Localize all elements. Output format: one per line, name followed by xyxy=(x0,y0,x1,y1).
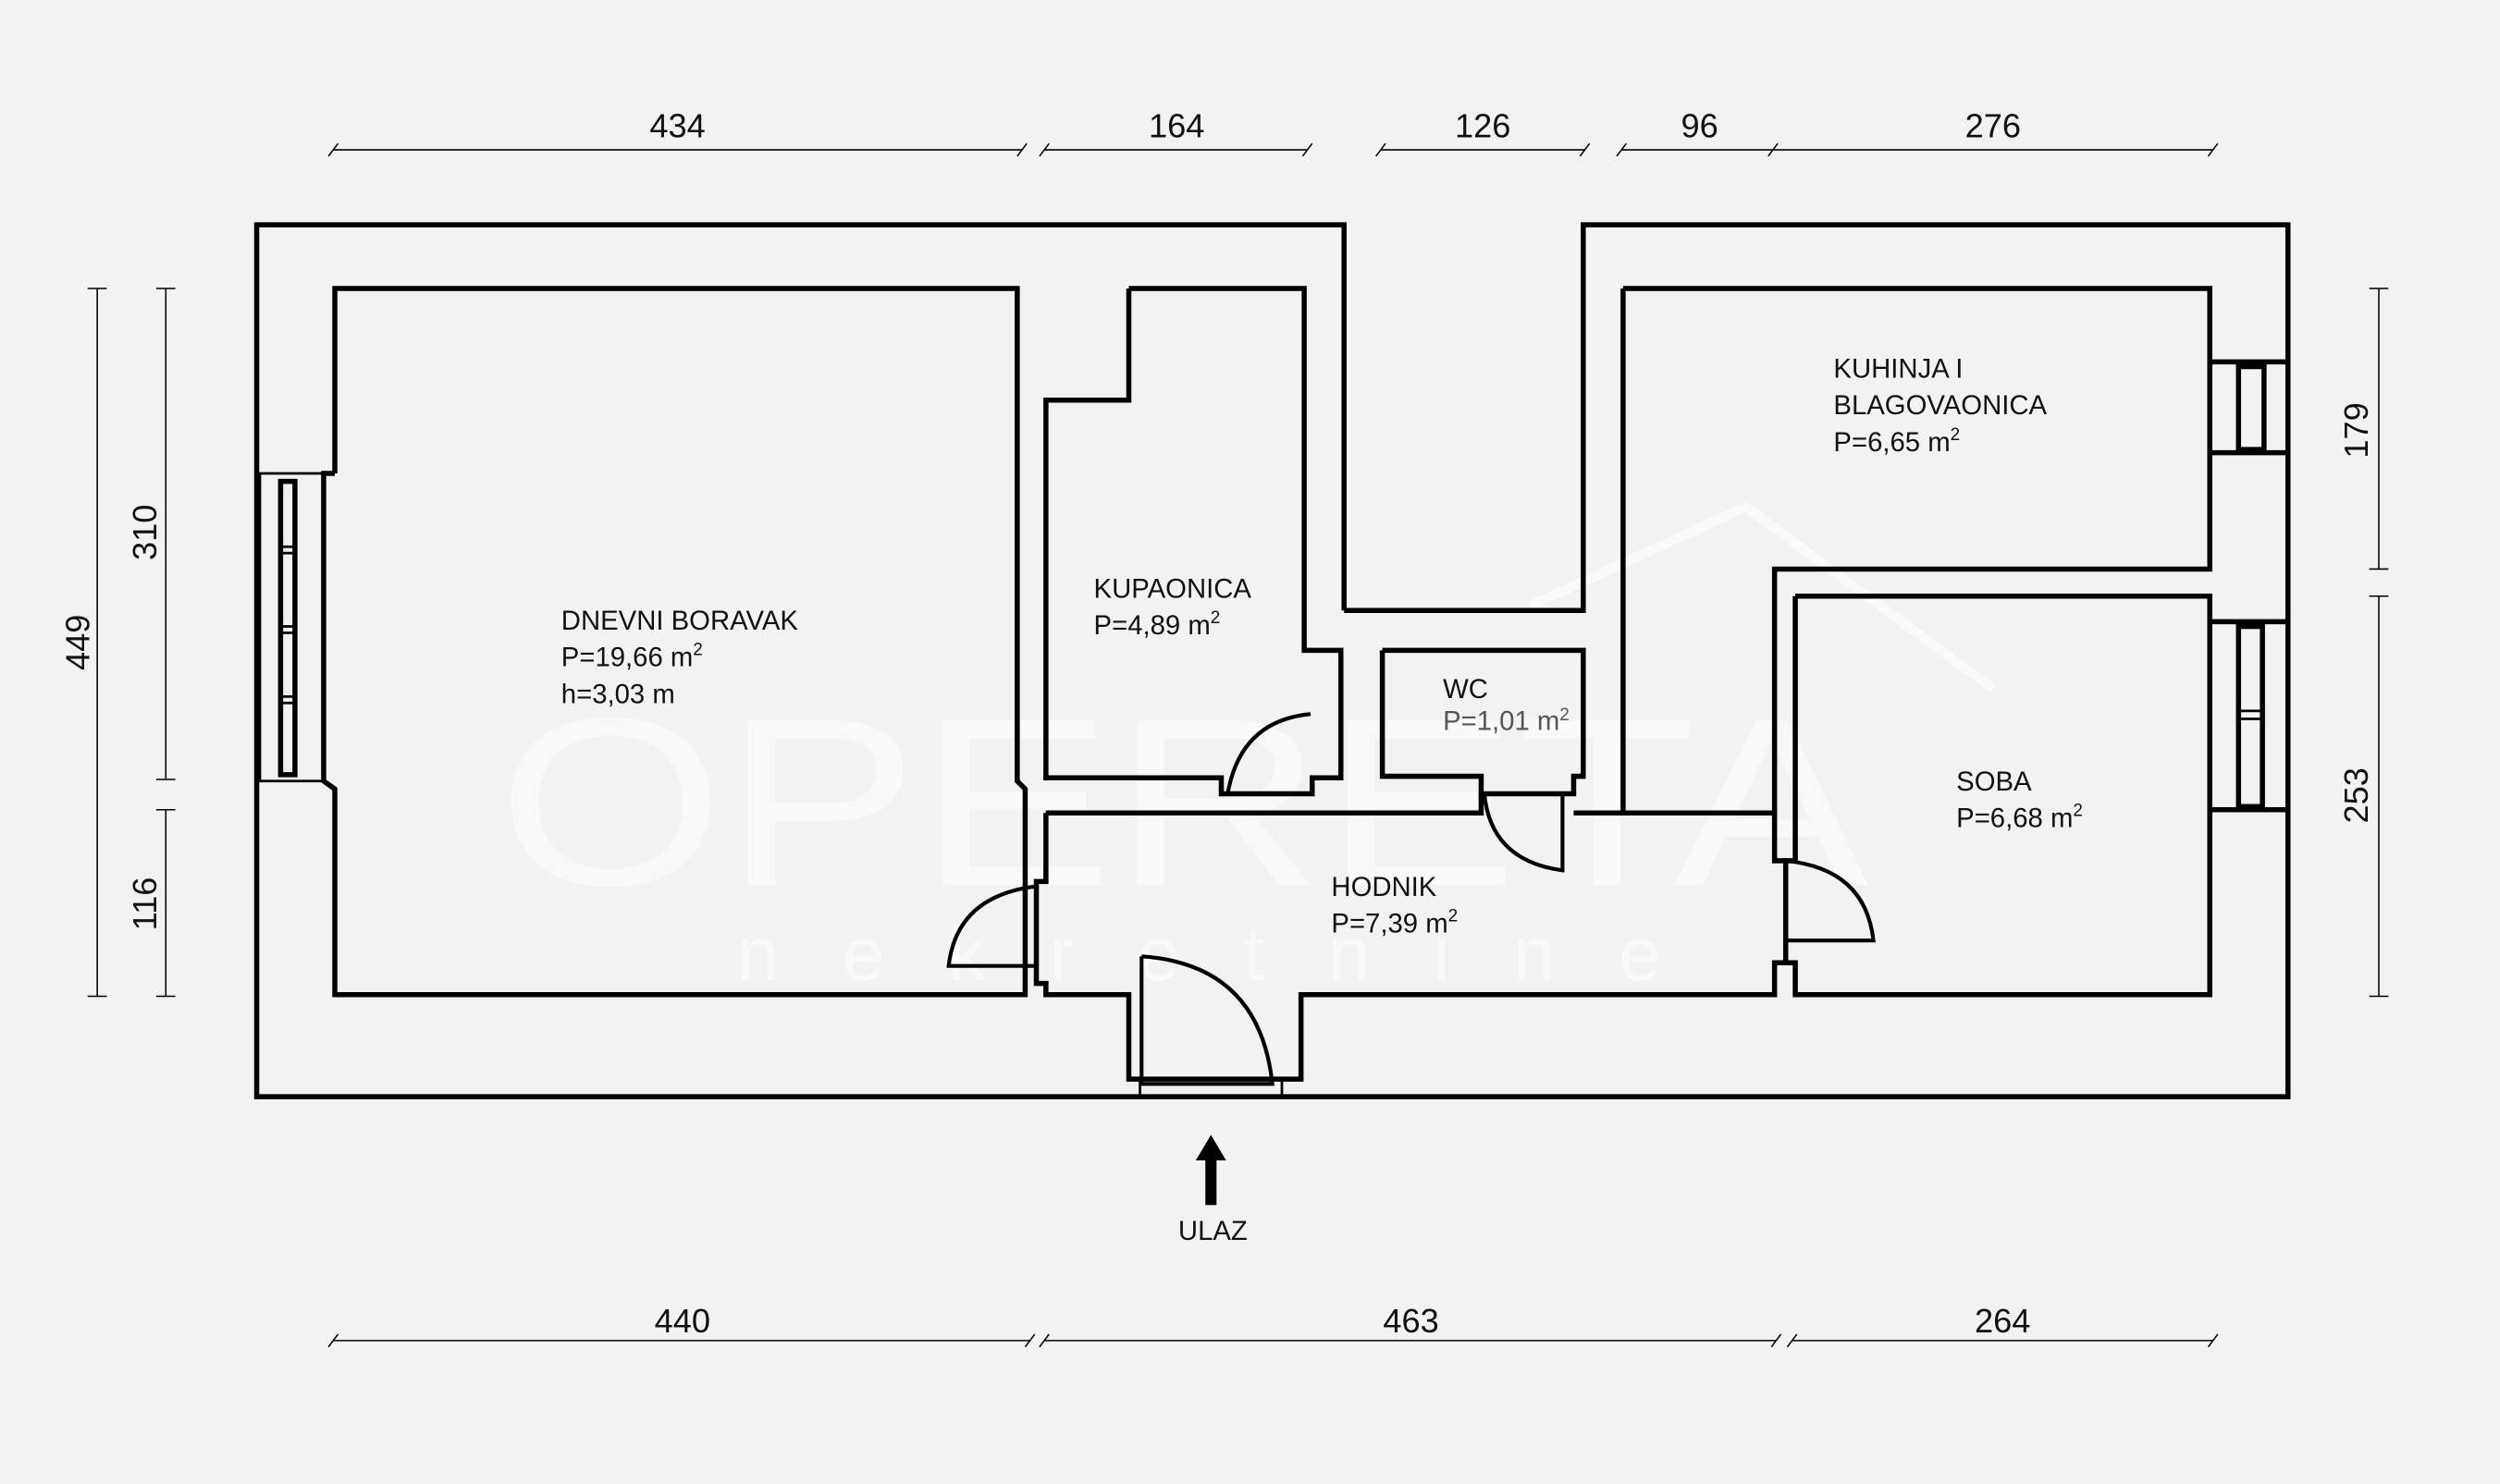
left-dimensions: 449 310 116 xyxy=(59,288,176,998)
dim-bottom-2: 463 xyxy=(1383,1302,1438,1340)
top-dimensions: 434 164 126 96 276 xyxy=(327,106,2219,157)
svg-text:P=1,01 m2: P=1,01 m2 xyxy=(1443,705,1570,736)
room-area: P=6,68 m xyxy=(1956,803,2073,834)
wall-wc xyxy=(1379,647,1586,797)
dim-bottom-3: 264 xyxy=(1975,1302,2030,1340)
right-dimensions: 179 253 xyxy=(2337,288,2389,998)
doors xyxy=(946,712,1876,1086)
dim-left-outer: 449 xyxy=(59,615,97,670)
svg-text:P=6,65 m2: P=6,65 m2 xyxy=(1833,425,1960,458)
room-dnevni-boravak: DNEVNI BORAVAK P=19,66 m2 h=3,03 m xyxy=(561,606,799,709)
dim-top-3: 126 xyxy=(1455,106,1510,144)
room-wc: WC P=1,01 m2 xyxy=(1443,674,1570,736)
room-name: HODNIK xyxy=(1331,872,1436,902)
room-area: P=1,01 m xyxy=(1443,706,1559,737)
door-dnevni xyxy=(946,884,1037,968)
room-kupaonica: KUPAONICA P=4,89 m2 xyxy=(1094,573,1252,641)
dim-top-4: 96 xyxy=(1681,106,1718,144)
room-area: P=4,89 m xyxy=(1094,610,1211,641)
svg-text:P=7,39 m2: P=7,39 m2 xyxy=(1331,906,1458,938)
dim-top-5: 276 xyxy=(1965,106,2021,144)
wall-kupaonica xyxy=(1043,286,1344,797)
arrow-up-icon xyxy=(1195,1134,1226,1206)
dim-top-1: 434 xyxy=(649,106,705,144)
door-entrance xyxy=(1139,954,1275,1086)
room-hodnik: HODNIK P=7,39 m2 xyxy=(1331,872,1458,939)
entrance-label: ULAZ xyxy=(1178,1216,1248,1246)
bottom-dimensions: 440 463 264 xyxy=(327,1302,2219,1348)
room-height: h=3,03 m xyxy=(561,679,675,709)
window-left xyxy=(258,472,326,783)
room-area: P=6,65 m xyxy=(1833,427,1950,458)
dim-left-2: 116 xyxy=(126,877,164,931)
door-wc xyxy=(1482,793,1565,873)
svg-text:P=19,66 m2: P=19,66 m2 xyxy=(561,641,703,673)
dim-right-1: 179 xyxy=(2337,402,2375,458)
entrance: ULAZ xyxy=(1178,1134,1248,1246)
room-area: P=19,66 m xyxy=(561,643,694,673)
room-name: WC xyxy=(1443,674,1488,705)
room-name: DNEVNI BORAVAK xyxy=(561,606,799,636)
dim-top-2: 164 xyxy=(1149,106,1204,144)
door-soba xyxy=(1785,858,1876,943)
room-name: SOBA xyxy=(1956,767,2032,797)
room-soba: SOBA P=6,68 m2 xyxy=(1956,767,2083,834)
outer-walls xyxy=(253,222,2291,1099)
room-name: KUPAONICA xyxy=(1094,573,1252,604)
watermark-brand: OPERETA xyxy=(498,668,1870,936)
room-area: P=7,39 m xyxy=(1331,909,1447,939)
room-kuhinja: KUHINJA I BLAGOVAONICA P=6,65 m2 xyxy=(1833,354,2047,458)
svg-text:P=4,89 m2: P=4,89 m2 xyxy=(1094,608,1221,641)
dim-left-1: 310 xyxy=(126,505,164,560)
room-name-line2: BLAGOVAONICA xyxy=(1833,390,2047,421)
room-name-line1: KUHINJA I xyxy=(1833,354,1963,385)
dim-bottom-1: 440 xyxy=(655,1302,710,1340)
door-kupaonica xyxy=(1225,712,1312,796)
window-kuhinja xyxy=(2210,359,2288,456)
window-soba xyxy=(2210,619,2288,813)
svg-text:P=6,68 m2: P=6,68 m2 xyxy=(1956,802,2083,834)
dim-right-2: 253 xyxy=(2337,767,2375,823)
